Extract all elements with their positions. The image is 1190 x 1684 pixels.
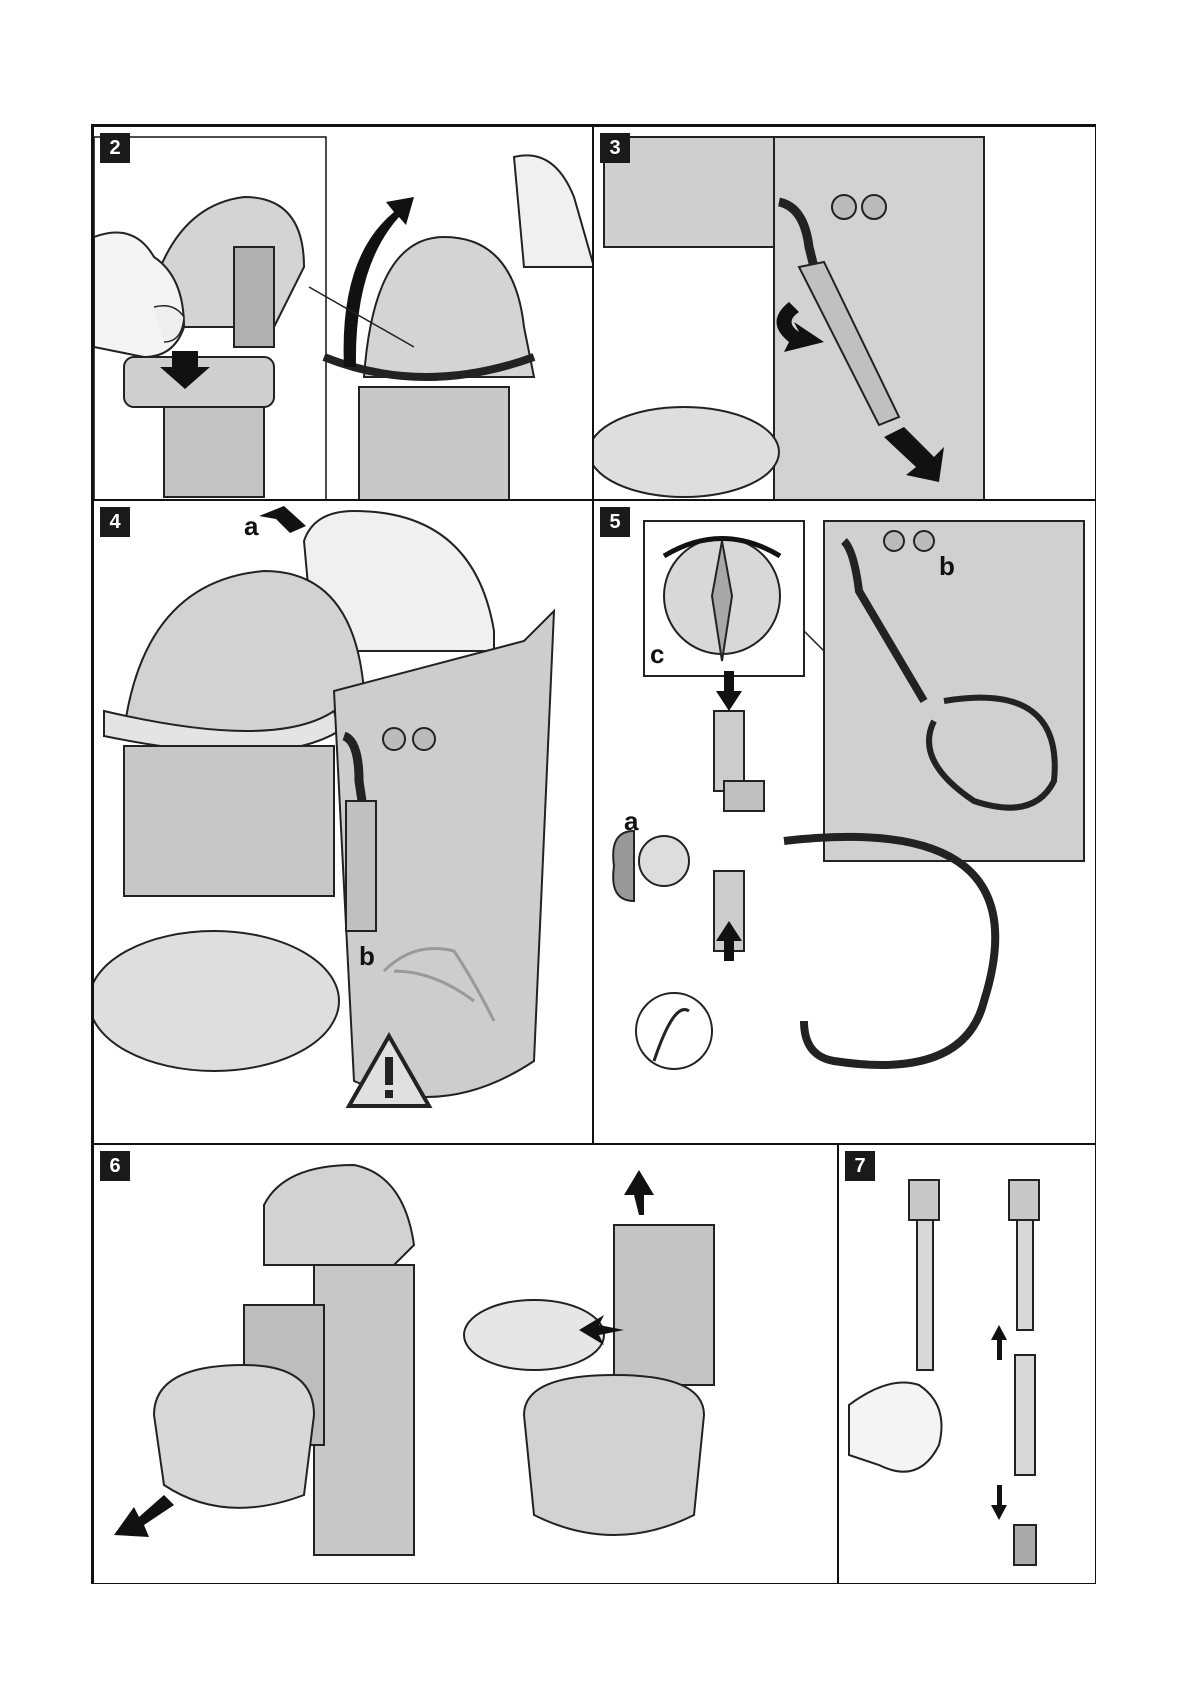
panel-number: 6 [100,1151,130,1181]
valve-knob [613,831,634,901]
machine-side [774,137,984,500]
brew-chamber [124,357,274,407]
valve-disc [639,836,689,886]
hole [383,728,405,750]
drip-tray [94,931,339,1071]
panel-7-illustration [839,1145,1096,1584]
panel-5: 5 c b a [593,500,1096,1144]
panel-7: 7 [838,1144,1096,1584]
label-c: c [650,639,664,670]
drip-tray [594,407,779,497]
machine-base [359,387,509,500]
label-b: b [359,941,375,972]
hole [413,728,435,750]
dial-icon [644,521,804,676]
machine-head [264,1165,414,1265]
machine-lid [364,237,534,377]
hole [832,195,856,219]
panel-2: 2 [93,126,593,500]
steam-nozzle [346,801,376,931]
drip-grid [464,1300,604,1370]
hand-icon [849,1383,942,1472]
hole [884,531,904,551]
connector [724,781,764,811]
arrow-icon [114,1495,174,1537]
pod-holder [234,247,274,347]
panel-3-illustration [594,127,1096,500]
tube-part [714,711,744,791]
panel-5-illustration [594,501,1096,1144]
nozzle-tube [917,1220,933,1370]
label-a: a [624,806,638,837]
panel-number: 7 [845,1151,875,1181]
panel-6-illustration [94,1145,838,1584]
hose [784,837,995,1065]
tray-base [524,1375,704,1535]
machine-side [314,1265,414,1555]
arrow-icon [259,506,306,533]
panel-4-illustration [94,501,593,1144]
arrow-icon [624,1170,654,1215]
panel-2-illustration [94,127,593,500]
hole [862,195,886,219]
instruction-sheet: 2 3 [91,124,1096,1584]
panel-number: 4 [100,507,130,537]
drip-tray [154,1365,314,1508]
label-a: a [244,511,258,542]
magnifier-detail-icon [636,993,712,1069]
nozzle-tube [1017,1220,1033,1330]
panel-number: 5 [600,507,630,537]
panel-number: 3 [600,133,630,163]
machine-body [124,746,334,896]
arrow-icon [991,1325,1007,1360]
arrow-icon [991,1485,1007,1520]
nozzle-cap [1009,1180,1039,1220]
label-b: b [939,551,955,582]
panel-3: 3 [593,126,1096,500]
nozzle-sleeve [1015,1355,1035,1475]
panel-6: 6 [93,1144,838,1584]
panel-4: 4 a b [93,500,593,1144]
nozzle-cap [909,1180,939,1220]
milk-jug [514,155,593,267]
machine-body [164,407,264,497]
hole [914,531,934,551]
nozzle-tip [1014,1525,1036,1565]
panel-number: 2 [100,133,130,163]
tray-insert [614,1225,714,1385]
machine-head [124,571,364,731]
